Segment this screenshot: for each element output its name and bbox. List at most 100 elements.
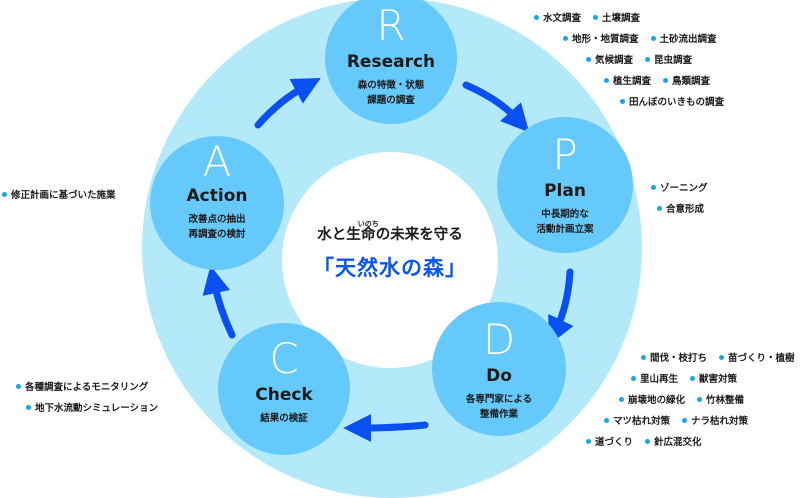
bullet-text: 鳥類調査 bbox=[672, 76, 711, 87]
bullet-dot-icon bbox=[619, 396, 624, 402]
headline-ruby-base: 命 bbox=[357, 227, 379, 243]
bullet-text: 針広混交化 bbox=[654, 437, 702, 448]
bullet-dot-icon bbox=[586, 56, 591, 62]
bullet-row: 地下水流動シミュレーション bbox=[26, 400, 158, 414]
arrow-plan-to-do bbox=[548, 268, 574, 346]
node-plan: P Plan 中長期的な 活動計画立案 bbox=[497, 117, 633, 253]
bullet-dot-icon bbox=[2, 191, 7, 197]
node-desc-line: 森の特徴・状態 bbox=[357, 80, 425, 91]
node-desc-line: 再調査の検討 bbox=[188, 229, 246, 240]
bullet-text: 竹林整備 bbox=[706, 395, 745, 406]
bullet-row: ゾーニング bbox=[651, 180, 708, 194]
bullet-row: 植生調査 鳥類調査 bbox=[604, 73, 710, 87]
bullet-text: 地下水流動シミュレーション bbox=[35, 403, 159, 414]
bullet-text: 地形・地質調査 bbox=[572, 34, 639, 45]
bullet-item: 獣害対策 bbox=[690, 371, 737, 385]
bullet-item: 田んぼのいきもの調査 bbox=[620, 94, 724, 108]
bullet-item: 昆虫調査 bbox=[645, 52, 692, 66]
bullet-item: 道づくり bbox=[586, 434, 633, 448]
bullet-text: ナラ枯れ対策 bbox=[691, 416, 749, 427]
center-message: 水と生命いのちの未来を守る 「天然水の森」 bbox=[282, 220, 498, 282]
node-desc-line: 各専門家による bbox=[465, 394, 533, 405]
bullet-text: 苗づくり・植樹 bbox=[728, 353, 795, 364]
arrow-action-to-research bbox=[254, 78, 321, 129]
bullet-item: ナラ枯れ対策 bbox=[682, 413, 748, 427]
bullet-dot-icon bbox=[534, 14, 539, 20]
bullet-row: 里山再生 獣害対策 bbox=[631, 371, 737, 385]
bullet-row: 各種調査によるモニタリング bbox=[16, 379, 148, 393]
bullet-dot-icon bbox=[16, 383, 21, 389]
bullet-row: 道づくり 針広混交化 bbox=[586, 434, 702, 448]
node-desc-line: 活動計画立案 bbox=[536, 224, 594, 235]
node-do: D Do 各専門家による 整備作業 bbox=[432, 302, 566, 436]
node-desc-line: 改善点の抽出 bbox=[188, 214, 246, 225]
bullet-text: 道づくり bbox=[595, 437, 634, 448]
arrow-check-to-action bbox=[202, 265, 236, 339]
bullet-dot-icon bbox=[604, 77, 609, 83]
bullet-dot-icon bbox=[26, 404, 31, 410]
bullet-item: 竹林整備 bbox=[697, 392, 744, 406]
node-letter: P bbox=[552, 130, 578, 179]
node-letter: R bbox=[376, 1, 406, 50]
bullet-item: ゾーニング bbox=[651, 180, 708, 194]
bullet-item: 苗づくり・植樹 bbox=[719, 350, 795, 364]
bullet-item: 地下水流動シミュレーション bbox=[26, 400, 158, 414]
bullet-text: 土壌調査 bbox=[602, 13, 641, 24]
bullet-row: 崩壊地の緑化 竹林整備 bbox=[619, 392, 744, 406]
bullet-item: 合意形成 bbox=[657, 201, 704, 215]
node-desc-line: 整備作業 bbox=[479, 409, 518, 420]
bullet-item: 里山再生 bbox=[631, 371, 678, 385]
slogan: 「天然水の森」 bbox=[313, 256, 467, 280]
node-desc: 結果の検証 bbox=[218, 411, 350, 426]
node-action: A Action 改善点の抽出 再調査の検討 bbox=[150, 136, 284, 270]
node-title: Action bbox=[186, 186, 248, 206]
bullet-item: 水文調査 bbox=[534, 10, 581, 24]
node-desc-line: 結果の検証 bbox=[260, 413, 308, 424]
bullet-row: 間伐・枝打ち 苗づくり・植樹 bbox=[641, 350, 795, 364]
arrow-do-to-check bbox=[343, 413, 429, 442]
node-letter: C bbox=[269, 334, 299, 383]
bullet-item: 土砂流出調査 bbox=[650, 31, 717, 45]
headline-part: 水と生 bbox=[317, 227, 361, 243]
bullet-dot-icon bbox=[657, 205, 662, 211]
bullet-text: 崩壊地の緑化 bbox=[628, 395, 686, 406]
bullet-dot-icon bbox=[645, 56, 651, 62]
bullet-dot-icon bbox=[682, 417, 688, 423]
bullet-row: 水文調査 土壌調査 bbox=[534, 10, 640, 24]
bullet-text: 土砂流出調査 bbox=[659, 34, 717, 45]
bullet-dot-icon bbox=[690, 375, 696, 381]
node-check: C Check 結果の検証 bbox=[218, 323, 350, 455]
node-title: Check bbox=[255, 385, 313, 405]
bullet-item: 気候調査 bbox=[586, 52, 633, 66]
bullet-row: 地形・地質調査 土砂流出調査 bbox=[563, 31, 717, 45]
bullet-dot-icon bbox=[697, 396, 703, 402]
bullet-item: 間伐・枝打ち bbox=[641, 350, 707, 364]
bullet-text: 田んぼのいきもの調査 bbox=[629, 97, 725, 108]
bullet-dot-icon bbox=[641, 354, 646, 360]
bullet-row: 修正計画に基づいた施業 bbox=[2, 187, 116, 201]
arrow-research-to-plan bbox=[462, 81, 530, 133]
bullet-dot-icon bbox=[719, 354, 725, 360]
bullet-item: 土壌調査 bbox=[593, 10, 640, 24]
bullet-item: 地形・地質調査 bbox=[563, 31, 639, 45]
node-desc: 各専門家による 整備作業 bbox=[432, 392, 566, 422]
bullet-item: 各種調査によるモニタリング bbox=[16, 379, 148, 393]
bullet-item: 崩壊地の緑化 bbox=[619, 392, 685, 406]
bullet-text: 昆虫調査 bbox=[654, 55, 693, 66]
bullet-row: 合意形成 bbox=[657, 201, 704, 215]
node-letter: A bbox=[202, 137, 232, 186]
bullet-text: マツ枯れ対策 bbox=[613, 416, 671, 427]
bullet-row: マツ枯れ対策 ナラ枯れ対策 bbox=[604, 413, 748, 427]
bullet-dot-icon bbox=[563, 35, 568, 41]
bullet-text: 水文調査 bbox=[543, 13, 582, 24]
node-title: Do bbox=[486, 366, 512, 386]
bullet-row: 気候調査 昆虫調査 bbox=[586, 52, 692, 66]
bullet-text: 修正計画に基づいた施業 bbox=[11, 190, 116, 201]
node-desc: 中長期的な 活動計画立案 bbox=[497, 207, 633, 237]
node-research: R Research 森の特徴・状態 課題の調査 bbox=[325, 0, 457, 124]
headline-part: の未来を守る bbox=[375, 227, 463, 243]
bullet-dot-icon bbox=[631, 375, 636, 381]
bullet-dot-icon bbox=[604, 417, 609, 423]
bullet-dot-icon bbox=[620, 98, 625, 104]
